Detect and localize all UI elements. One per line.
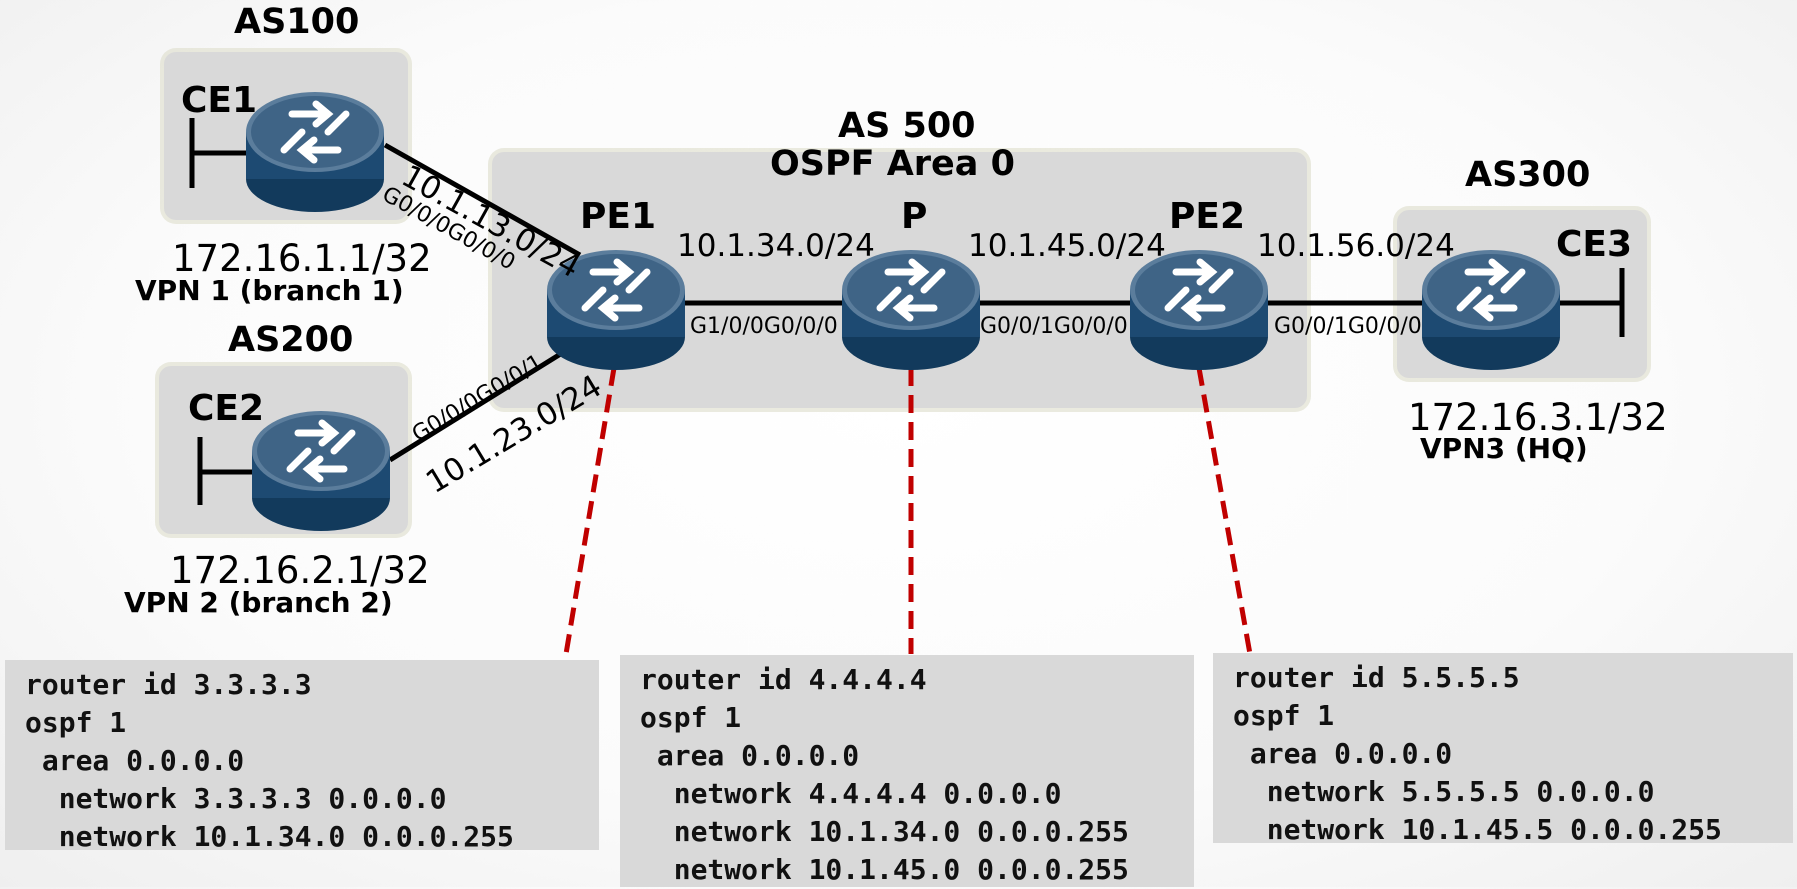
link-ce2-pe1 [388,342,577,463]
ce3-vpn-label: VPN3 (HQ) [1420,432,1588,465]
ce1-loopback: 172.16.1.1/32 [172,237,432,280]
p-name: P [901,196,928,237]
ce3-loopback: 172.16.3.1/32 [1408,396,1668,439]
callout-pe2 [1196,367,1253,655]
ce3-name: CE3 [1556,224,1633,265]
router-icon-ce2[interactable] [250,393,392,533]
link-pe2-ce3-interfaces: G0/0/1G0/0/0 [1274,314,1422,339]
as200-label: AS200 [228,320,354,360]
pe1-ospf-config: router id 3.3.3.3 ospf 1 area 0.0.0.0 ne… [5,660,599,853]
callout-pe1 [563,367,617,655]
ce2-vpn-label: VPN 2 (branch 2) [124,586,393,619]
ce2-loopback: 172.16.2.1/32 [170,549,430,592]
ce2-name: CE2 [188,388,265,429]
link-p-pe2-interfaces: G0/0/1G0/0/0 [980,314,1128,339]
link-pe1-p-interfaces: G1/0/0G0/0/0 [690,314,838,339]
router-icon-p[interactable] [840,232,982,372]
router-icon-ce3[interactable] [1420,232,1562,372]
p-ospf-config: router id 4.4.4.4 ospf 1 area 0.0.0.0 ne… [620,655,1194,887]
router-icon-ce1[interactable] [244,74,386,214]
ospf-area-label: OSPF Area 0 [770,144,1015,184]
ce1-vpn-label: VPN 1 (branch 1) [135,274,404,307]
link-pe2-ce3-subnet: 10.1.56.0/24 [1257,228,1455,264]
pe1-name: PE1 [580,196,657,237]
as500-label: AS 500 [838,106,976,146]
link-ce1-pe1 [383,142,582,258]
pe2-ospf-config: router id 5.5.5.5 ospf 1 area 0.0.0.0 ne… [1213,653,1793,846]
ce1-name: CE1 [181,80,258,121]
as100-label: AS100 [234,2,360,42]
link-p-pe2-subnet: 10.1.45.0/24 [968,228,1166,264]
router-icon-pe1[interactable] [545,232,687,372]
router-icon-pe2[interactable] [1128,232,1270,372]
pe2-name: PE2 [1169,196,1246,237]
as300-label: AS300 [1465,155,1591,195]
link-pe1-p-subnet: 10.1.34.0/24 [677,228,875,264]
